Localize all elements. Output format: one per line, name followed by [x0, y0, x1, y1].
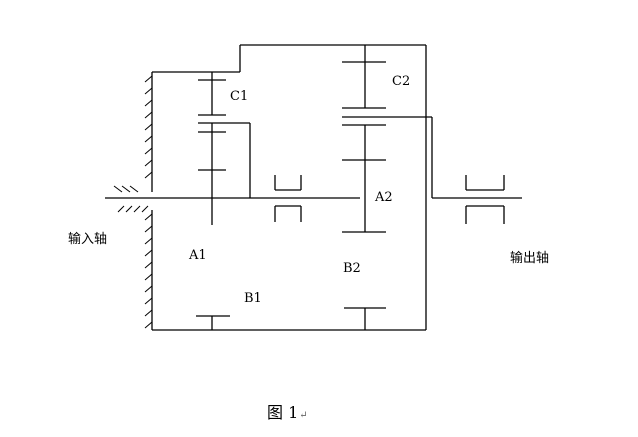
- middle-bearing: [274, 175, 302, 222]
- wall-hatching: [144, 75, 153, 329]
- gear-b2: [344, 307, 386, 330]
- figure-caption-text: 图 1: [267, 403, 299, 422]
- figure-caption: 图 1↵: [267, 405, 308, 421]
- gear-label-c1: C1: [230, 89, 249, 104]
- gear-label-c2: C2: [392, 74, 411, 89]
- gear-label-b1: B1: [244, 291, 262, 306]
- gear-label-a2: A2: [375, 190, 393, 205]
- gear-label-a1: A1: [189, 248, 207, 263]
- gear-b1: [196, 315, 230, 330]
- output-shaft-label: 输出轴: [510, 251, 550, 266]
- carrier-frame: [152, 44, 427, 331]
- gear-c1: [198, 72, 226, 225]
- gear-label-b2: B2: [343, 261, 361, 276]
- gear-a2: [342, 116, 432, 233]
- gear-c2: [342, 45, 386, 109]
- output-shaft-line: [431, 117, 522, 199]
- input-shaft-label: 输入轴: [68, 232, 108, 247]
- input-bearing-hatch: [113, 185, 149, 213]
- return-mark: ↵: [299, 410, 308, 421]
- output-bearing: [465, 175, 505, 224]
- intermediate-shaft: [226, 122, 251, 198]
- housing-wall: [144, 72, 153, 330]
